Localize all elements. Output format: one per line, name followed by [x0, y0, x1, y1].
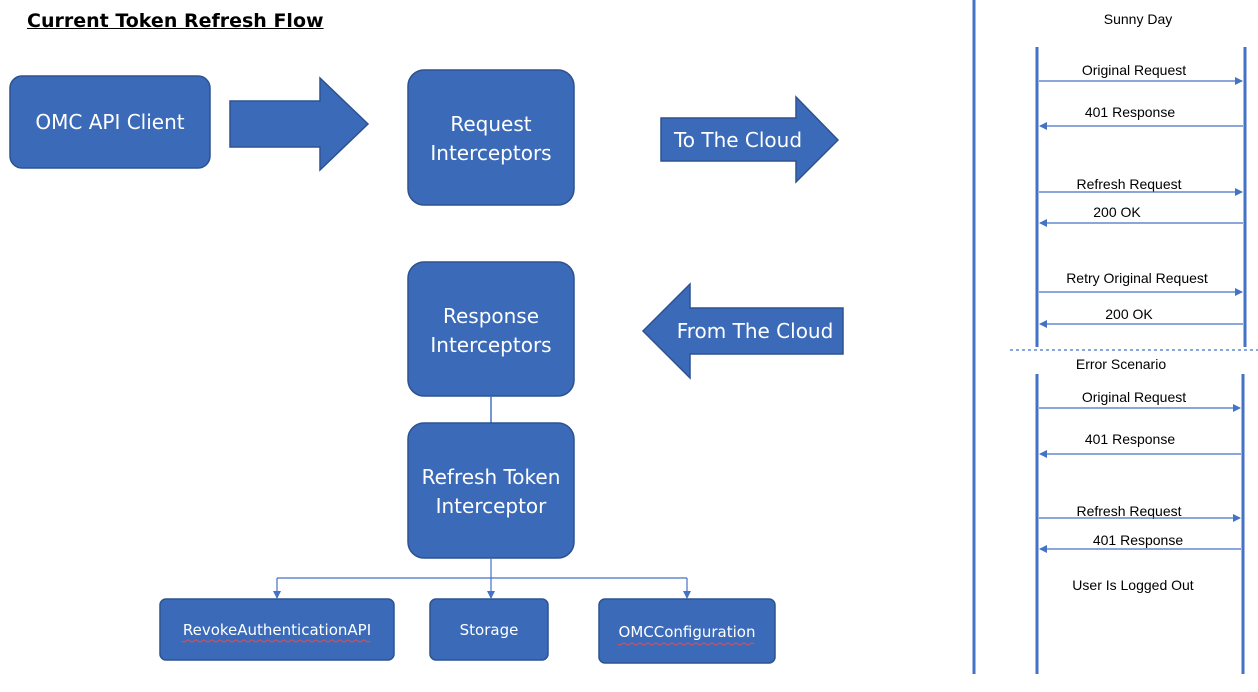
- sunny-msg-2: 401 Response: [1039, 104, 1243, 130]
- omc-configuration-box: OMCConfiguration: [598, 598, 776, 664]
- svg-text:Refresh Request: Refresh Request: [1076, 503, 1181, 519]
- dependency-connectors: [273, 558, 691, 599]
- spellcheck-underline-revoke: [181, 639, 371, 643]
- request-interceptors-box: Request Interceptors: [407, 69, 575, 206]
- revoke-authentication-api-box: RevokeAuthenticationAPI: [159, 598, 395, 661]
- sunny-msg-6: 200 OK: [1039, 306, 1243, 328]
- response-interceptors-box: Response Interceptors: [407, 261, 575, 397]
- spellcheck-underline-config: [617, 642, 755, 646]
- from-the-cloud-label: From The Cloud: [677, 319, 834, 343]
- storage-label: Storage: [460, 621, 519, 639]
- svg-text:Retry Original Request: Retry Original Request: [1066, 270, 1208, 286]
- to-the-cloud-arrow: To The Cloud: [660, 95, 840, 184]
- error-msg-4: 401 Response: [1039, 532, 1241, 553]
- to-the-cloud-label: To The Cloud: [673, 128, 802, 152]
- sunny-day-title: Sunny Day: [1104, 11, 1172, 27]
- arrow-right-1: [229, 76, 370, 172]
- revoke-authentication-api-label: RevokeAuthenticationAPI: [183, 621, 371, 639]
- error-msg-1: Original Request: [1039, 389, 1241, 412]
- svg-text:Refresh Request: Refresh Request: [1076, 176, 1181, 192]
- svg-text:401 Response: 401 Response: [1085, 104, 1176, 120]
- error-msg-2: 401 Response: [1039, 431, 1241, 458]
- svg-text:Original Request: Original Request: [1082, 62, 1186, 78]
- svg-text:401 Response: 401 Response: [1085, 431, 1176, 447]
- request-interceptors-label-1: Request: [450, 112, 531, 136]
- diagram-title: Current Token Refresh Flow: [27, 10, 324, 32]
- svg-text:200 OK: 200 OK: [1105, 306, 1153, 322]
- sunny-msg-3: Refresh Request: [1039, 176, 1243, 196]
- refresh-token-label-2: Interceptor: [436, 494, 548, 518]
- sunny-msg-1: Original Request: [1039, 62, 1243, 85]
- response-interceptors-label-1: Response: [443, 304, 539, 328]
- from-the-cloud-arrow: From The Cloud: [641, 282, 844, 380]
- omc-configuration-label: OMCConfiguration: [619, 623, 756, 641]
- omc-api-client-box: OMC API Client: [9, 75, 211, 169]
- sunny-msg-5: Retry Original Request: [1039, 270, 1243, 296]
- sunny-msg-4: 200 OK: [1039, 204, 1243, 227]
- response-interceptors-label-2: Interceptors: [430, 333, 551, 357]
- error-msg-3: Refresh Request: [1039, 503, 1241, 522]
- omc-api-client-label: OMC API Client: [35, 110, 184, 134]
- refresh-token-label-1: Refresh Token: [422, 465, 561, 489]
- error-note-logged-out: User Is Logged Out: [1072, 577, 1194, 593]
- svg-text:200 OK: 200 OK: [1093, 204, 1141, 220]
- svg-text:401 Response: 401 Response: [1093, 532, 1184, 548]
- error-scenario-title: Error Scenario: [1076, 356, 1166, 372]
- request-interceptors-label-2: Interceptors: [430, 141, 551, 165]
- storage-box: Storage: [429, 598, 549, 661]
- refresh-token-interceptor-box: Refresh Token Interceptor: [407, 422, 575, 559]
- svg-text:Original Request: Original Request: [1082, 389, 1186, 405]
